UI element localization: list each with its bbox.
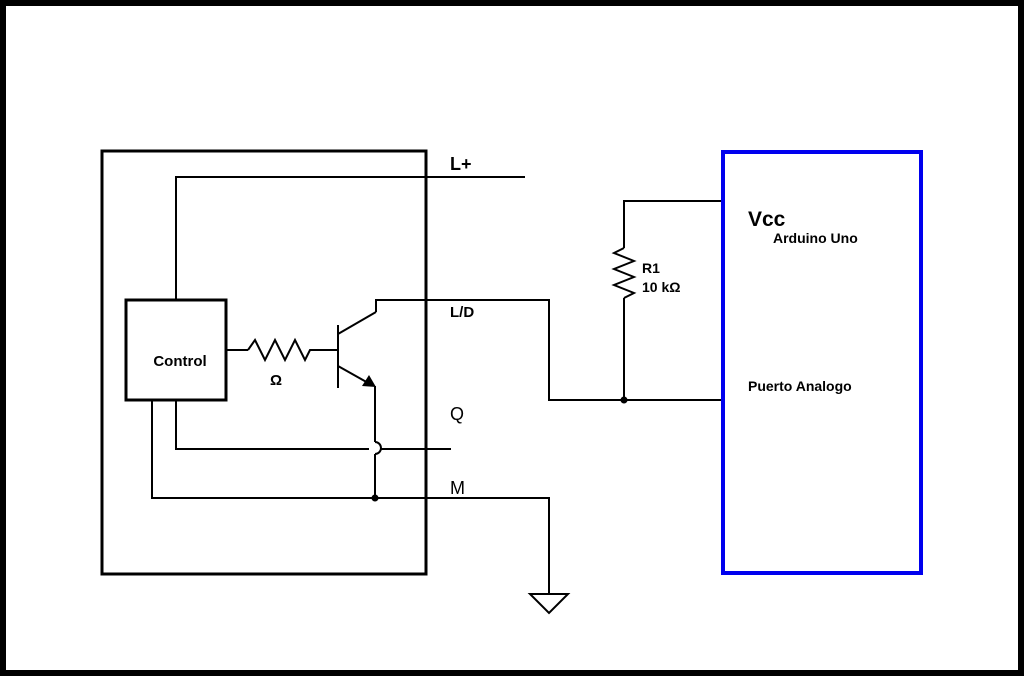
vcc-wire [623,200,722,248]
r1-resistor-icon [611,247,637,299]
paper-background [6,6,1018,670]
r1-name-label: R1 [642,260,660,276]
base-resistor-label: Ω [270,372,282,389]
pin-label-q: Q [450,404,464,424]
collector-wire [375,299,722,401]
m-junction-dot [371,494,379,502]
pin-label-l-d: L/D [450,304,474,321]
base-resistor-icon [247,337,338,363]
pin-label-m: M [450,478,465,498]
r1-value-label: 10 kΩ [642,279,680,295]
npn-transistor-icon [337,311,377,388]
sensor-housing-box [100,149,428,576]
q-wire [175,400,369,450]
control-label: Control [153,353,206,370]
analog-junction-dot [620,396,628,404]
arduino-vcc-label: Vcc [748,208,786,231]
ground-icon [527,593,571,615]
m-wire [151,400,550,594]
arduino-analog-label: Puerto Analogo [748,378,852,394]
pin-label-l-plus: L+ [450,154,472,174]
arduino-box [721,150,923,575]
l-plus-wire [175,176,525,300]
arduino-title: Arduino Uno [773,230,858,246]
